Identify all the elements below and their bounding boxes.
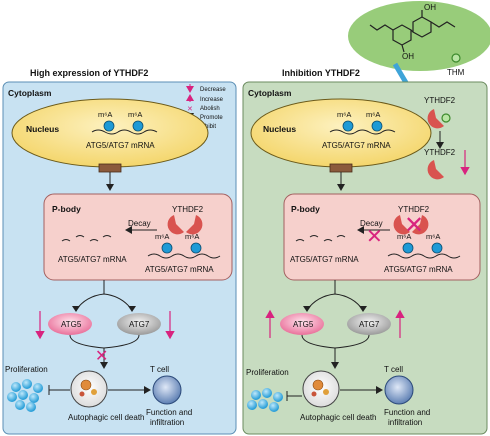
left-cancer-cells — [7, 379, 43, 412]
left-pbody-ythdf2: YTHDF2 — [172, 205, 204, 214]
right-tcell — [384, 375, 414, 405]
oh-bottom-label: OH — [402, 52, 414, 61]
right-atg5-label: ATG5 — [293, 320, 314, 329]
legend-promote: Promote — [200, 115, 223, 121]
left-pbody — [43, 193, 233, 281]
left-panel: Cytoplasm Decrease Increase ✕ Abolish Pr… — [2, 81, 237, 435]
left-atg5-label: ATG5 — [61, 320, 82, 329]
left-pb-m6a-2: m⁶A — [185, 232, 199, 241]
right-atg5 — [280, 313, 324, 335]
left-ythdf2-shape-2 — [186, 215, 203, 235]
right-pb-mrna-bound: ATG5/ATG7 mRNA — [384, 265, 453, 274]
right-function-2: infiltration — [388, 418, 422, 427]
right-ythdf2-top: YTHDF2 — [424, 96, 456, 105]
left-mrna-fragments — [61, 235, 112, 242]
right-nuc-m6a-dot-1 — [342, 120, 354, 132]
right-decay-label: Decay — [360, 219, 383, 228]
right-proliferation-label: Proliferation — [246, 368, 289, 377]
left-nuclear-pore — [98, 163, 122, 173]
legend-inhibit: Inhibit — [200, 124, 216, 130]
legend-abolish-icon: ✕ — [187, 106, 193, 113]
right-autophagic-label: Autophagic cell death — [300, 413, 377, 422]
right-pb-mrna-fragments: ATG5/ATG7 mRNA — [290, 255, 359, 264]
right-thm-bound — [441, 113, 451, 123]
right-pb-m6a-dot-2 — [431, 242, 443, 254]
left-ythdf2-shape-1 — [167, 215, 184, 235]
right-pb-m6a-1: m⁶A — [397, 232, 411, 241]
left-proliferation-label: Proliferation — [5, 365, 48, 374]
right-ythdf2-mid: YTHDF2 — [424, 148, 456, 157]
right-tcell-label: T cell — [384, 365, 403, 374]
right-nuc-m6a-2: m⁶A — [366, 110, 380, 119]
right-pb-m6a-2: m⁶A — [426, 232, 440, 241]
legend-decrease: Decrease — [200, 87, 226, 93]
right-ythdf2-mid-shape — [427, 160, 444, 180]
right-pbody-label: P-body — [291, 204, 320, 214]
right-nuc-m6a-dot-2 — [371, 120, 383, 132]
right-atg7 — [347, 313, 391, 335]
thm-label: THM — [447, 68, 465, 77]
left-pb-m6a-dot-2 — [190, 242, 202, 254]
right-nuc-mrna: ATG5/ATG7 mRNA — [322, 141, 391, 150]
left-pb-m6a-dot-1 — [161, 242, 173, 254]
left-tcell — [152, 375, 182, 405]
legend-abolish: Abolish — [200, 106, 220, 112]
right-pbody-ythdf2: YTHDF2 — [398, 205, 430, 214]
left-pb-mrna-fragments: ATG5/ATG7 mRNA — [58, 255, 127, 264]
thm-compound: OH OH — [348, 1, 490, 71]
left-atg7-label: ATG7 — [129, 320, 150, 329]
left-pb-m6a-1: m⁶A — [155, 232, 169, 241]
right-pb-m6a-dot-1 — [402, 242, 414, 254]
left-abolish-icon: ✕ — [95, 348, 108, 365]
left-decay-label: Decay — [128, 219, 151, 228]
right-ythdf2-abolish-icon: ✕ — [404, 212, 424, 239]
right-nuclear-pore — [329, 163, 353, 173]
left-cytoplasm-label: Cytoplasm — [8, 88, 52, 98]
left-panel-title: High expression of YTHDF2 — [30, 68, 148, 78]
right-mrna-fragments — [295, 235, 346, 242]
right-function-1: Function and — [384, 408, 430, 417]
right-ythdf2-shape-1 — [393, 215, 410, 235]
right-ythdf2-thm-shape — [427, 109, 444, 129]
left-function-2: infiltration — [150, 418, 184, 427]
right-panel-title: Inhibition YTHDF2 — [282, 68, 360, 78]
left-atg5 — [48, 313, 92, 335]
thm-legend: THM — [447, 53, 465, 77]
right-decay-abolish-icon: ✕ — [366, 226, 383, 248]
oh-top-label: OH — [424, 3, 436, 12]
right-panel: Cytoplasm Nucleus m⁶A m⁶A ATG5/ATG7 mRNA… — [242, 81, 488, 435]
right-ythdf2-shape-2 — [412, 215, 429, 235]
right-nucleus-label: Nucleus — [263, 124, 296, 134]
left-nuc-m6a-2: m⁶A — [128, 110, 142, 119]
left-autophagic-label: Autophagic cell death — [68, 413, 145, 422]
left-nucleus-label: Nucleus — [26, 124, 59, 134]
left-function-1: Function and — [146, 408, 192, 417]
left-nuc-mrna: ATG5/ATG7 mRNA — [86, 141, 155, 150]
right-cytoplasm-label: Cytoplasm — [248, 88, 292, 98]
right-nuc-m6a-1: m⁶A — [337, 110, 351, 119]
right-pbody — [283, 193, 481, 281]
right-atg7-label: ATG7 — [359, 320, 380, 329]
left-nuc-m6a-1: m⁶A — [98, 110, 112, 119]
left-pb-mrna-bound: ATG5/ATG7 mRNA — [145, 265, 214, 274]
right-cancer-cells — [247, 388, 283, 412]
left-atg7 — [117, 313, 161, 335]
left-nuc-m6a-dot-2 — [132, 120, 144, 132]
left-tcell-label: T cell — [150, 365, 169, 374]
left-pbody-label: P-body — [52, 204, 81, 214]
legend-increase: Increase — [200, 97, 224, 103]
left-nuc-m6a-dot-1 — [103, 120, 115, 132]
